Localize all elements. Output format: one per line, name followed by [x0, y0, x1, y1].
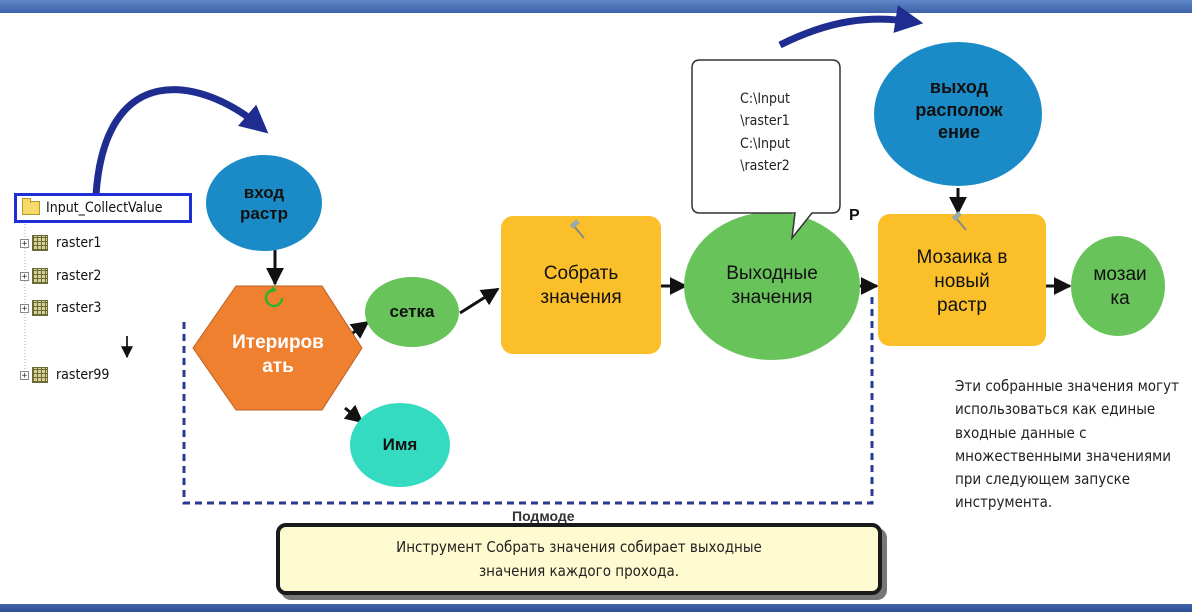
input-raster-label: вход растр [239, 182, 288, 223]
raster-icon [32, 300, 48, 316]
folder-icon [22, 198, 40, 215]
tree-label: raster99 [56, 367, 110, 383]
caption-box: Инструмент Собрать значения собирает вых… [276, 523, 882, 595]
caption-line: значения каждого прохода. [478, 562, 680, 580]
curved-arrow-left [92, 86, 269, 196]
callout-line: \raster2 [740, 158, 790, 175]
expand-icon[interactable]: + [20, 303, 29, 314]
callout-line: \raster1 [740, 113, 790, 130]
bottom-border [0, 604, 1192, 612]
expand-icon[interactable]: + [20, 271, 29, 282]
mosaic-node [1071, 236, 1165, 336]
tree-item-raster2[interactable]: + raster2 [20, 266, 101, 286]
output-location-label: выход располож ение [915, 77, 1003, 143]
submodel-label: Подмоде [512, 508, 575, 524]
raster-icon [32, 367, 48, 383]
grid-label: сетка [389, 302, 435, 322]
tree-label: raster2 [56, 268, 102, 284]
feedback-loop [182, 296, 874, 505]
name-label: Имя [382, 435, 418, 455]
curved-arrow-right [778, 5, 924, 49]
tree-label: raster1 [56, 235, 102, 251]
hammer-icon-collect [569, 219, 585, 239]
callout-line: C:\Input [740, 91, 790, 107]
mosaic-tool-node [878, 214, 1046, 346]
expand-icon[interactable]: + [20, 238, 29, 249]
raster-icon [32, 268, 48, 284]
collect-values-node [501, 216, 661, 354]
callout-text: C:\Input \raster1 C:\Input \raster2 [700, 88, 830, 178]
output-values-label: Выходные значения [726, 263, 818, 308]
note-text: Эти собранные значения могут использоват… [955, 377, 1179, 512]
iterate-node [192, 285, 363, 411]
tree-item-raster3[interactable]: + raster3 [20, 298, 101, 318]
callout-line: C:\Input [740, 135, 790, 152]
input-raster-node [206, 155, 322, 251]
tree-title: Input_CollectValue [46, 200, 163, 216]
output-values-node [684, 212, 860, 360]
collect-values-label: Собрать значения [540, 263, 622, 308]
tree-header[interactable]: Input_CollectValue [14, 193, 192, 223]
raster-icon [32, 235, 48, 251]
callout-bubble [691, 59, 841, 241]
tree-label: raster3 [56, 300, 102, 316]
expand-icon[interactable]: + [20, 370, 29, 381]
tree-item-raster99[interactable]: + raster99 [20, 365, 109, 385]
refresh-icon [264, 288, 284, 308]
name-node [350, 403, 450, 487]
iterate-label: Итериров ать [232, 332, 324, 377]
grid-node [365, 277, 459, 347]
tree-item-raster1[interactable]: + raster1 [20, 233, 101, 253]
output-location-node [874, 42, 1042, 186]
mosaic-label: мозаи ка [1093, 264, 1147, 309]
parameter-marker: P [849, 207, 860, 224]
mosaic-tool-label: Мозаика в новый растр [916, 247, 1008, 316]
hammer-icon-mosaic [951, 211, 967, 231]
caption-line: Инструмент Собрать значения собирает вых… [396, 538, 762, 556]
